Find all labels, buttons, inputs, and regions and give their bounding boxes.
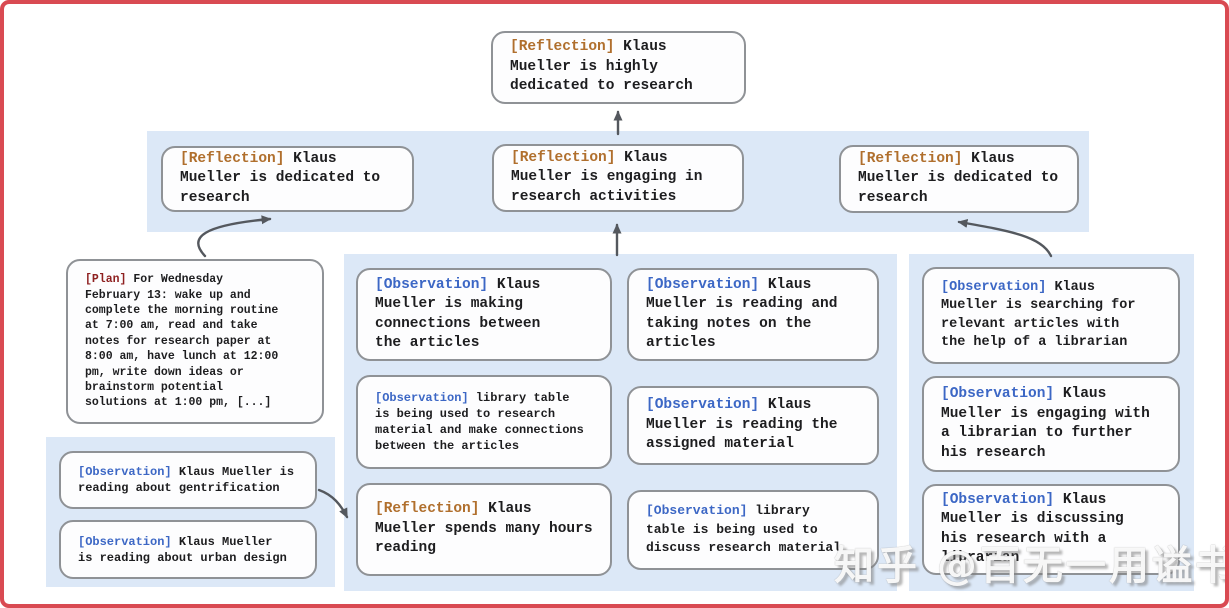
reflection-tag: [Reflection] [511,149,616,166]
node-text: Klaus Mueller is making connections betw… [375,276,541,352]
node-observation-urban-design: [Observation] Klaus Mueller is reading a… [59,520,317,579]
reflection-tag: [Reflection] [180,150,285,167]
node-text: Klaus Mueller is dedicated to research [180,150,381,206]
reflection-tag: [Reflection] [858,150,963,167]
node-text: Klaus Mueller is searching for relevant … [941,279,1136,351]
node-observation-connections: [Observation] Klaus Mueller is making co… [356,268,612,361]
reflection-tag: [Reflection] [510,39,615,56]
reflection-tag: [Reflection] [375,501,480,518]
node-text: Klaus Mueller is reading about urban des… [78,534,287,565]
node-top-reflection: [Reflection] Klaus Mueller is highly ded… [491,31,746,104]
node-reflection-hours-reading: [Reflection] Klaus Mueller spends many h… [356,483,612,576]
node-text: Klaus Mueller is reading about gentrific… [78,465,295,495]
observation-tag: [Observation] [646,397,760,414]
observation-tag: [Observation] [375,276,489,293]
node-text: Klaus Mueller is reading and taking note… [646,276,838,352]
node-observation-library-discuss: [Observation] library table is being use… [627,490,879,570]
node-band-reflection-center: [Reflection] Klaus Mueller is engaging i… [492,144,744,212]
observation-tag: [Observation] [941,386,1055,402]
node-observation-gentrification: [Observation] Klaus Mueller is reading a… [59,451,317,509]
node-text: Klaus Mueller spends many hours reading [375,501,593,557]
node-text: Klaus Mueller is highly dedicated to res… [510,39,693,95]
observation-tag: [Observation] [78,465,172,479]
node-text: library table is being used to research … [375,391,584,453]
observation-tag: [Observation] [941,279,1047,295]
node-text: Klaus Mueller is discussing his research… [941,491,1124,567]
observation-tag: [Observation] [375,391,469,405]
node-observation-assigned-material: [Observation] Klaus Mueller is reading t… [627,386,879,465]
node-text: Klaus Mueller is engaging in research ac… [511,149,703,205]
node-observation-taking-notes: [Observation] Klaus Mueller is reading a… [627,268,879,361]
node-text: Klaus Mueller is engaging with a librari… [941,386,1150,461]
observation-tag: [Observation] [78,534,172,549]
node-observation-library-research: [Observation] library table is being use… [356,375,612,469]
node-text: Klaus Mueller is reading the assigned ma… [646,397,838,453]
node-text: library table is being used to discuss r… [646,503,842,556]
node-band-reflection-right: [Reflection] Klaus Mueller is dedicated … [839,145,1079,213]
node-plan: [Plan] For Wednesday February 13: wake u… [66,259,324,424]
observation-tag: [Observation] [646,503,748,519]
node-text: Klaus Mueller is dedicated to research [858,150,1059,206]
plan-tag: [Plan] [85,273,127,287]
observation-tag: [Observation] [646,276,760,293]
observation-tag: [Observation] [941,491,1055,508]
node-observation-engaging-librarian: [Observation] Klaus Mueller is engaging … [922,376,1180,472]
node-observation-searching-articles: [Observation] Klaus Mueller is searching… [922,267,1180,364]
node-band-reflection-left: [Reflection] Klaus Mueller is dedicated … [161,146,414,212]
node-observation-discussing-librarian: [Observation] Klaus Mueller is discussin… [922,484,1180,575]
node-text: For Wednesday February 13: wake up and c… [85,273,279,410]
